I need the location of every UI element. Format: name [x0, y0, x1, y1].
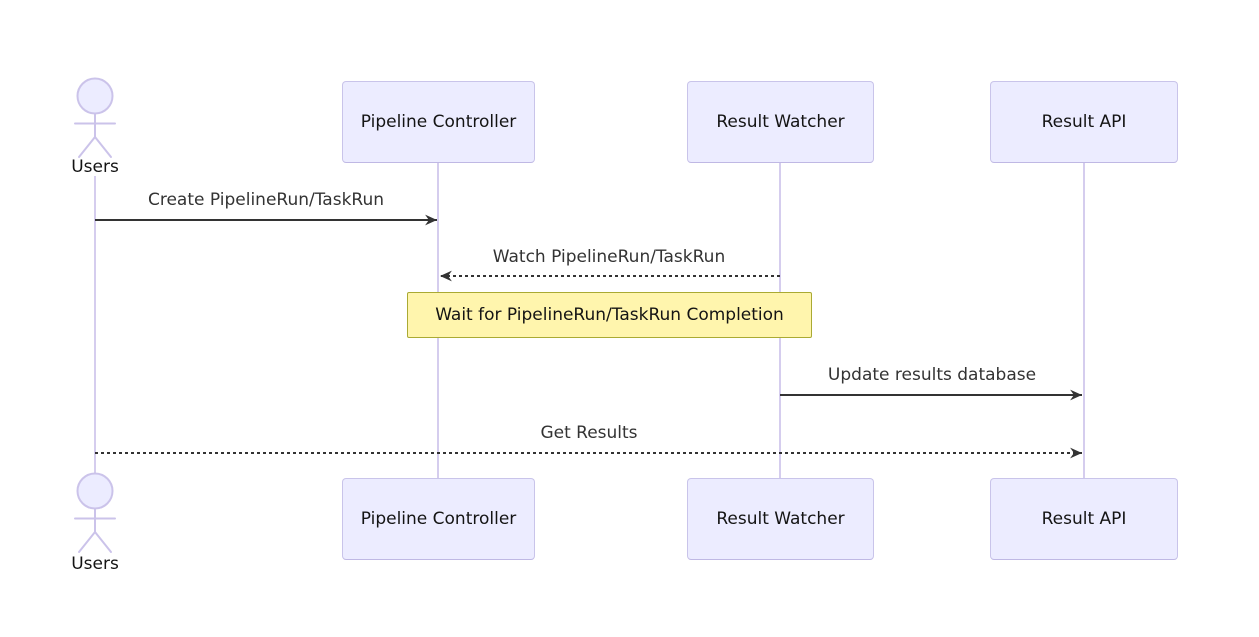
- participant-result-watcher-top: Result Watcher: [687, 81, 874, 163]
- note-wait-for-completion: Wait for PipelineRun/TaskRun Completion: [407, 292, 812, 338]
- user-actor-icon-bottom: [74, 472, 116, 553]
- actor-leg-right: [94, 531, 112, 553]
- note-label: Wait for PipelineRun/TaskRun Completion: [435, 305, 784, 325]
- participant-pipeline-controller-bottom: Pipeline Controller: [342, 478, 535, 560]
- actor-leg-left: [78, 531, 96, 553]
- actor-leg-left: [78, 136, 96, 158]
- user-actor-icon: [74, 77, 116, 158]
- actor-label-users-bottom: Users: [71, 554, 119, 574]
- actor-head: [76, 77, 114, 115]
- actor-head: [76, 472, 114, 510]
- participant-label: Pipeline Controller: [360, 112, 517, 132]
- participant-result-api-bottom: Result API: [990, 478, 1178, 560]
- actor-label-users-top: Users: [71, 157, 119, 177]
- message-label-get-results: Get Results: [540, 423, 638, 443]
- message-label-watch-pipelinerun-taskrun: Watch PipelineRun/TaskRun: [492, 247, 726, 267]
- participant-label: Result API: [1041, 112, 1127, 132]
- participant-result-watcher-bottom: Result Watcher: [687, 478, 874, 560]
- message-label-update-results-database: Update results database: [827, 365, 1037, 385]
- participant-label: Result Watcher: [716, 509, 845, 529]
- participant-pipeline-controller-top: Pipeline Controller: [342, 81, 535, 163]
- participant-label: Result Watcher: [716, 112, 845, 132]
- participant-label: Pipeline Controller: [360, 509, 517, 529]
- message-label-create-pipelinerun-taskrun: Create PipelineRun/TaskRun: [147, 190, 385, 210]
- participant-result-api-top: Result API: [990, 81, 1178, 163]
- participant-label: Result API: [1041, 509, 1127, 529]
- actor-leg-right: [94, 136, 112, 158]
